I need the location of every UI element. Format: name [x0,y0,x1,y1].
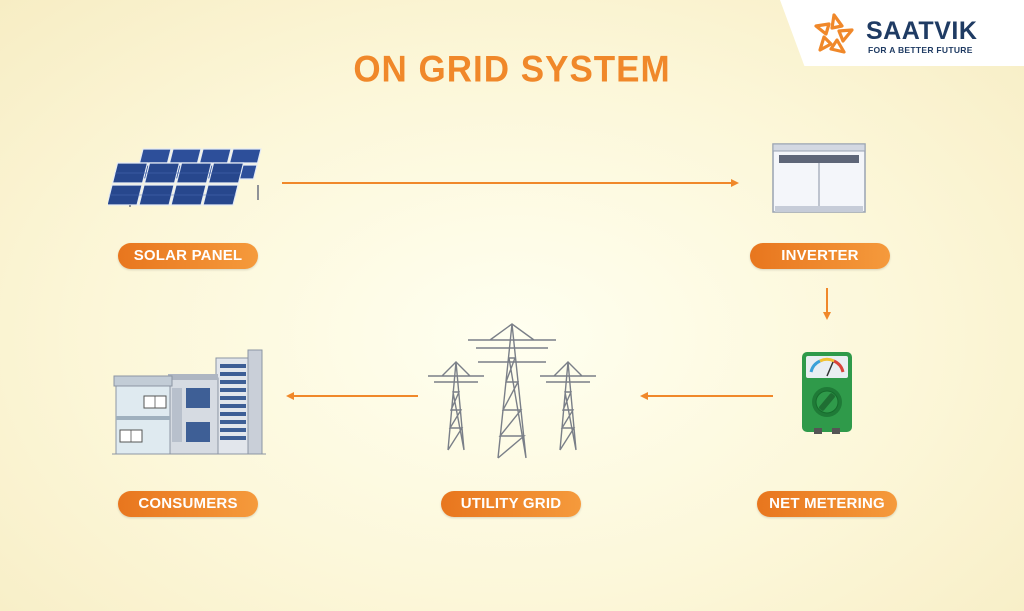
logo-name: SAATVIK [866,17,978,45]
utility-grid-icon [428,323,596,459]
solar-panel-icon [108,148,262,207]
label-consumers: CONSUMERS [118,491,258,517]
label-inverter: INVERTER [750,243,890,269]
consumers-buildings-icon [112,349,266,455]
inverter-icon [772,143,866,213]
label-utility-grid: UTILITY GRID [441,491,581,517]
page-title: ON GRID SYSTEM [353,49,671,90]
label-net-metering: NET METERING [757,491,897,517]
label-solar-panel: SOLAR PANEL [118,243,258,269]
logo-tagline: FOR A BETTER FUTURE [868,45,973,55]
saatvik-logo-icon [814,13,854,54]
logo-background [780,0,1024,66]
net-meter-icon [802,352,852,434]
